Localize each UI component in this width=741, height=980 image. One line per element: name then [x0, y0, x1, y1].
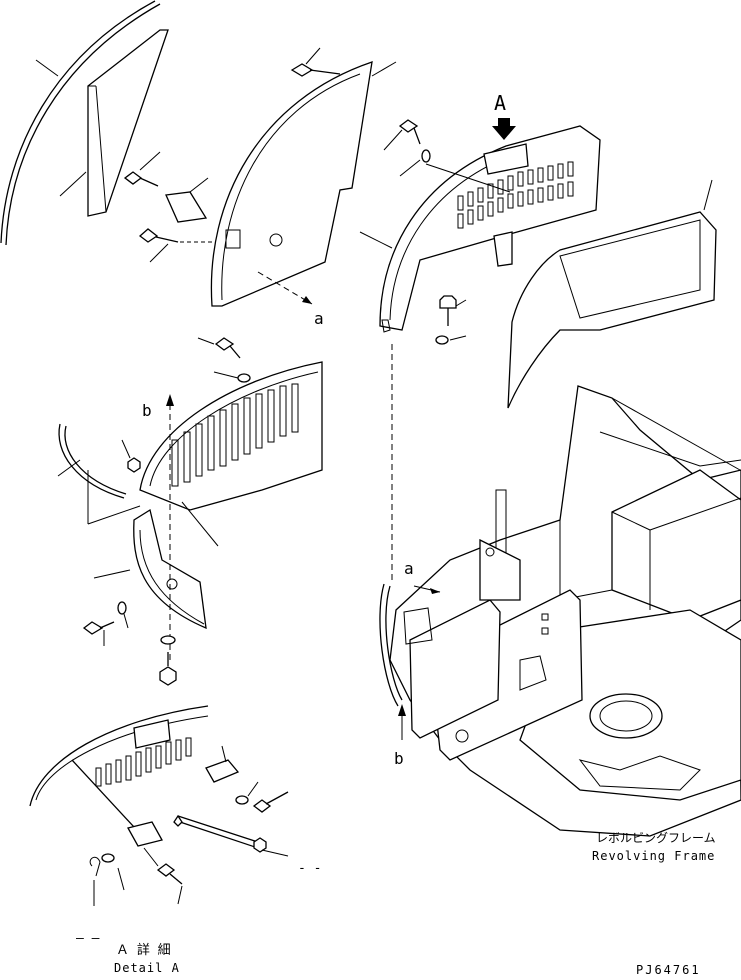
detail-a-title-jp: Ａ 詳 細 — [116, 942, 171, 958]
ref-a-bottom-label: a — [404, 559, 414, 578]
view-a-label: A — [494, 91, 506, 115]
right-upper-cover — [359, 119, 601, 580]
louver-slots — [171, 383, 299, 487]
rubber-pad — [59, 29, 169, 217]
ref-b-top-label: b — [142, 401, 152, 420]
detail-a-dashes-right: - - — [298, 861, 321, 876]
seal-strip-mid — [57, 423, 141, 525]
detail-a-dashes-left: — — — [76, 931, 100, 946]
upper-louvers — [457, 161, 574, 229]
bolt-small-upper — [123, 151, 161, 187]
side-panel — [210, 47, 397, 307]
right-floor-plate — [507, 179, 717, 409]
ref-b-bottom-label: b — [394, 749, 404, 768]
louvered-cover — [93, 361, 323, 630]
detail-a-view — [29, 705, 289, 906]
revolving-frame-label-jp: レボルビングフレーム — [596, 831, 716, 845]
bolt-with-washer-lower — [82, 601, 177, 686]
bolt-with-washer-mid — [197, 337, 251, 383]
revolving-frame — [379, 385, 741, 837]
bracket-plate — [165, 177, 209, 223]
ref-b-arrow-top — [166, 394, 174, 660]
seal-strip-group — [0, 0, 161, 246]
nut-mid — [121, 439, 141, 473]
detail-louvers — [95, 737, 192, 787]
detail-a-title-en: Detail A — [114, 961, 180, 975]
view-a-arrow — [492, 118, 516, 140]
ref-a-top-label: a — [314, 309, 324, 328]
revolving-frame-label-en: Revolving Frame — [592, 849, 715, 863]
drawing-id: PJ64761 — [636, 963, 701, 977]
